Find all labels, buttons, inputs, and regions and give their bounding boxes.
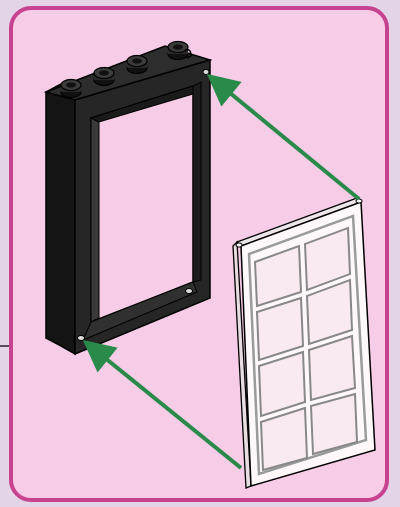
assembly-illustration (13, 10, 385, 498)
instruction-panel (9, 6, 389, 502)
door-frame (46, 42, 210, 355)
glass-pane (233, 198, 375, 488)
